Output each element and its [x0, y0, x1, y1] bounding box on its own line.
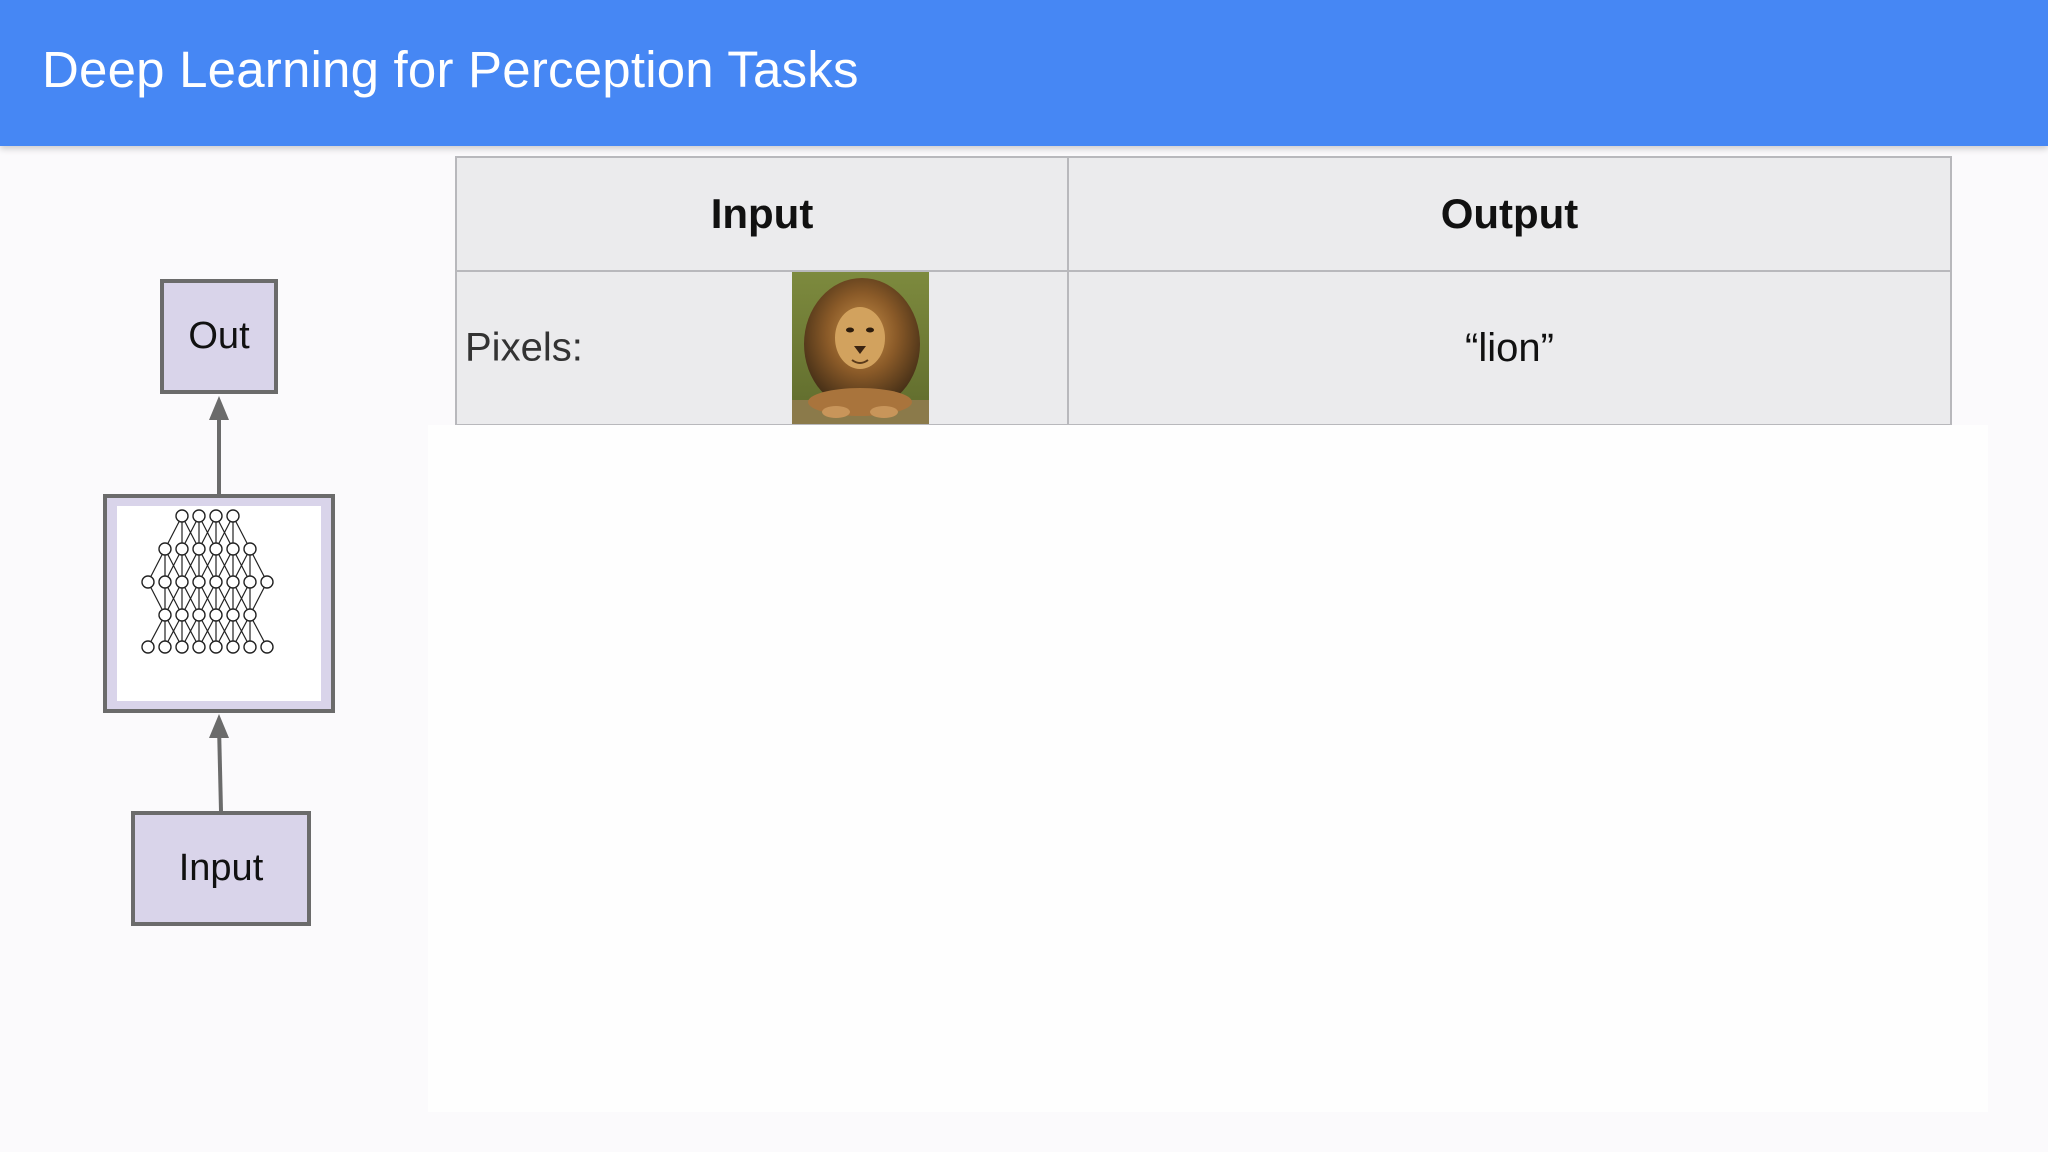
network-node	[226, 509, 240, 523]
header-input: Input	[455, 156, 1069, 272]
network-node	[226, 542, 240, 556]
network-node	[243, 575, 257, 589]
network-node	[158, 640, 172, 654]
network-node	[175, 542, 189, 556]
network-node	[243, 608, 257, 622]
neural-network-icon	[117, 506, 321, 701]
network-node	[260, 640, 274, 654]
network-node	[243, 542, 257, 556]
header-output: Output	[1067, 156, 1952, 272]
io-table: Input Output Pixels:	[455, 156, 1952, 426]
output-node-label: Out	[188, 315, 250, 357]
network-node	[175, 640, 189, 654]
lion-photo	[792, 272, 929, 424]
network-node	[175, 509, 189, 523]
network-node	[209, 608, 223, 622]
slide-title: Deep Learning for Perception Tasks	[42, 41, 859, 98]
network-node	[243, 640, 257, 654]
network-node	[141, 575, 155, 589]
network-node	[260, 575, 274, 589]
table-row: Pixels:	[455, 270, 1952, 426]
network-node	[158, 608, 172, 622]
network-node	[158, 575, 172, 589]
pixels-label: Pixels:	[465, 325, 583, 370]
lion-image	[792, 272, 929, 424]
network-node	[209, 542, 223, 556]
network-node	[141, 640, 155, 654]
table-header-row: Input Output	[455, 156, 1952, 272]
network-node	[209, 509, 223, 523]
network-node	[209, 575, 223, 589]
diagram-arrows	[209, 396, 229, 812]
neural-network-box	[103, 494, 335, 713]
arrow-input-to-network	[217, 725, 223, 812]
network-node	[192, 575, 206, 589]
arrowhead-network	[209, 714, 229, 738]
network-node	[192, 640, 206, 654]
input-cell: Pixels:	[455, 270, 1069, 426]
arrowhead-out	[209, 396, 229, 420]
network-node	[158, 542, 172, 556]
network-diagram: Out Input	[0, 146, 400, 1152]
reveal-cover	[428, 425, 1988, 1112]
network-node	[226, 640, 240, 654]
output-cell: “lion”	[1067, 270, 1952, 426]
network-node	[175, 575, 189, 589]
neural-network-graph	[141, 509, 274, 654]
network-node	[226, 575, 240, 589]
network-node	[192, 509, 206, 523]
input-node-box: Input	[131, 811, 311, 926]
input-node-label: Input	[178, 847, 264, 889]
output-node-box: Out	[160, 279, 278, 394]
io-table-wrapper: Input Output Pixels:	[455, 156, 1952, 426]
network-node	[192, 542, 206, 556]
network-node	[192, 608, 206, 622]
network-node	[226, 608, 240, 622]
network-node	[175, 608, 189, 622]
header-bar: Deep Learning for Perception Tasks	[0, 0, 2048, 146]
network-node	[209, 640, 223, 654]
